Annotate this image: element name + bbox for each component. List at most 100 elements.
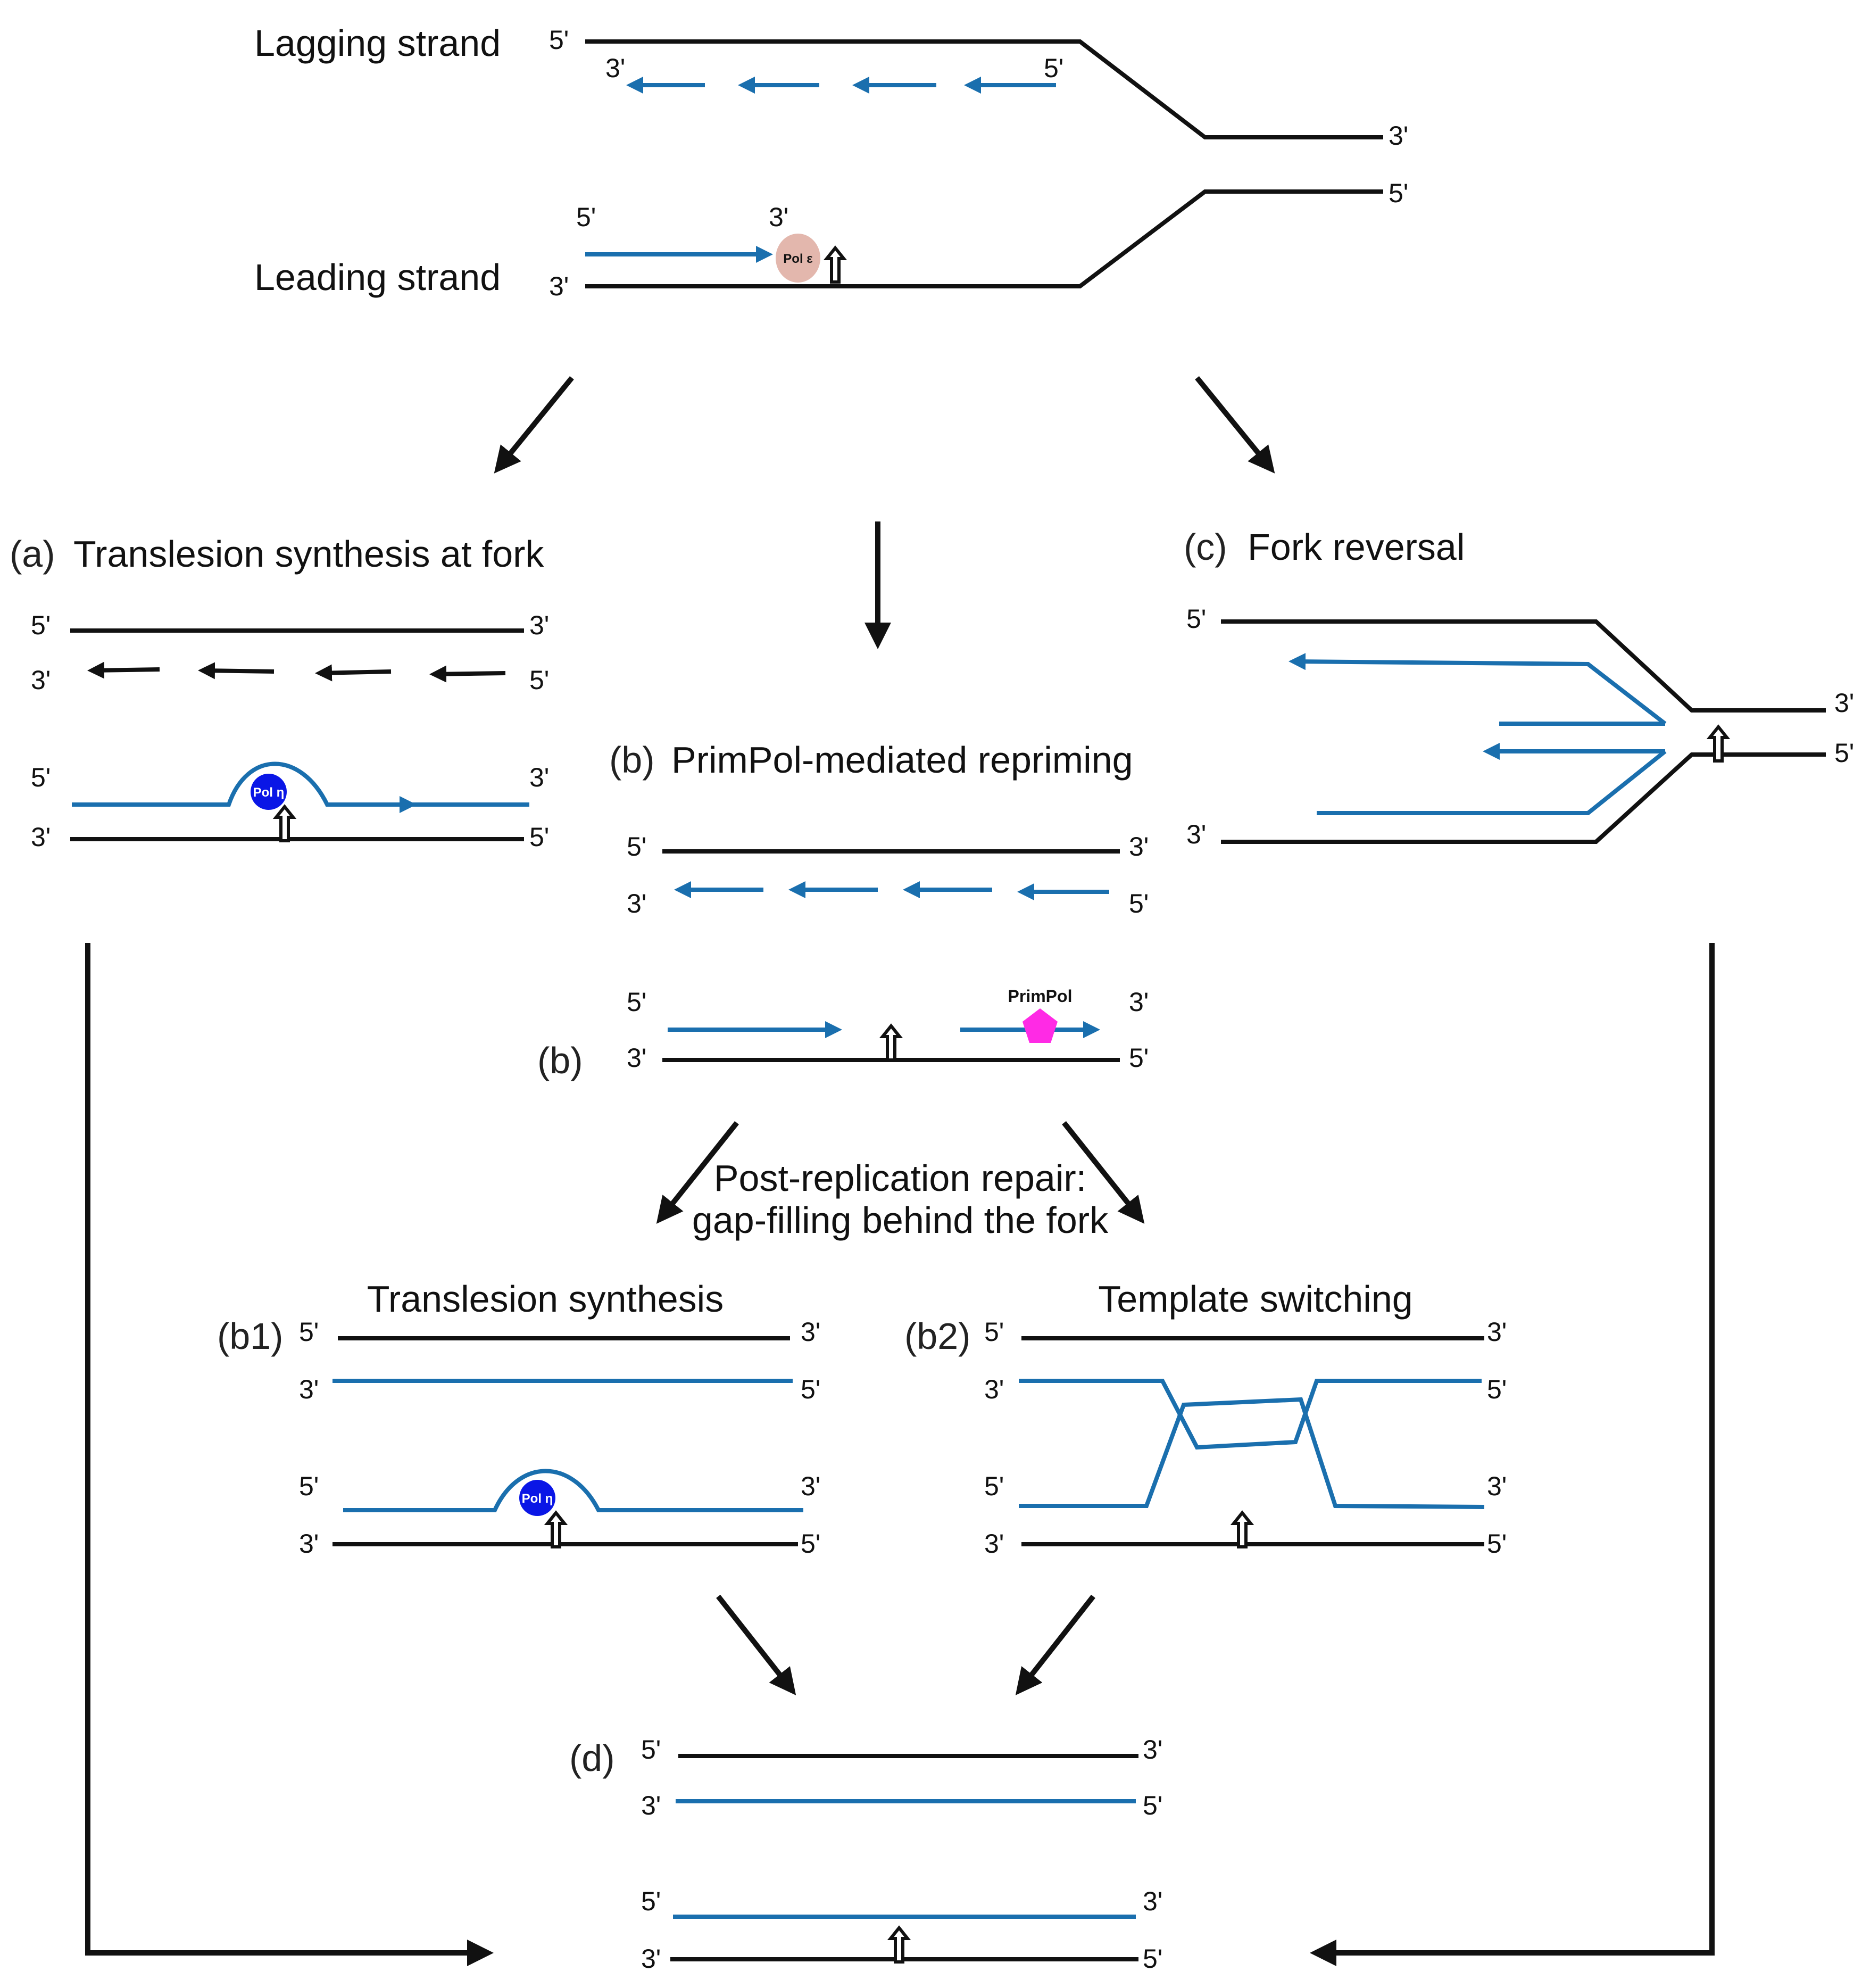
strand-end-label: 5' [1487,1374,1507,1404]
lesion-icon [276,807,293,841]
panel-b2-title: Template switching [1098,1278,1412,1320]
panel-a-title: Translesion synthesis at fork [73,533,544,575]
strand-end-label: 3' [1834,688,1854,718]
strand-end-label: 3' [641,1944,661,1974]
okazaki-fragment [429,665,506,683]
connector-from-c [1310,943,1715,1966]
strand-end-label: 5' [801,1374,820,1404]
panel-b2-tag: (b2) [904,1315,970,1357]
strand-end-label: 5' [1834,738,1854,768]
switching-strand-bottom [1019,1397,1485,1509]
parental-strand-bottom [1221,752,1826,844]
strand-end-label: 3' [549,271,569,301]
nascent-strand-bypass [72,761,529,807]
strand-end-label: 3' [31,665,51,695]
panel-a-tag: (a) [10,533,55,575]
pathway-arrow [494,376,574,474]
lesion-icon [547,1513,564,1547]
pathway-arrow [716,1594,796,1695]
panel-b1-title: Translesion synthesis [367,1278,724,1320]
strand-end-label: 3' [641,1791,661,1820]
strand-end-label: 5' [801,1529,820,1559]
strand-end-label: 3' [984,1374,1004,1404]
strand-end-label: 3' [299,1529,319,1559]
lagging-template-strand [585,39,1383,139]
strand-end-label: 5' [641,1886,661,1916]
strand-end-label: 3' [1129,987,1149,1017]
regressed-nascent-strand [1289,653,1667,726]
pol-eta-label: Pol η [253,785,285,800]
strand-end-label: 5' [627,832,646,862]
strand-end-label: 5' [529,665,549,695]
okazaki-fragment [315,664,392,682]
strand-end-label: 3' [1186,819,1206,849]
strand-end-label: 5' [984,1471,1004,1501]
leading-template-strand [585,189,1383,288]
strand-end-label: 5' [1143,1944,1162,1974]
strand-end-label: 3' [801,1317,820,1347]
panel-b2: Template switching (b2) 5' 3' 3' 5' 5' 3… [904,1278,1507,1559]
strand-end-label: 3' [299,1374,319,1404]
panel-d-tag: (d) [569,1737,615,1779]
pathway-arrow [1062,1121,1145,1224]
strand-end-label: 3' [627,1043,646,1073]
strand-end-label: 3' [529,610,549,640]
okazaki-fragment [198,662,275,680]
strand-end-label: 5' [1186,604,1206,634]
panel-b1: Translesion synthesis (b1) Pol η 5' 3' 3… [217,1278,820,1559]
strand-end-label: 3' [1487,1317,1507,1347]
panel-b-tag: (b) [609,739,655,781]
post-replication-line1: Post-replication repair: [714,1157,1086,1199]
pathway-arrow [1195,376,1275,474]
strand-end-label: 3' [1389,121,1408,151]
strand-end-label: 3' [627,889,646,918]
strand-end-label: 5' [1389,178,1408,208]
pol-epsilon-label: Pol ε [783,252,812,266]
regressed-nascent-strand [1317,749,1667,815]
lesion-icon [891,1928,908,1962]
panel-a: (a) Translesion synthesis at fork Pol η … [10,533,549,852]
strand-end-label: 5' [549,25,569,55]
panel-c: (c) Fork reversal 5' 3' 5' 3' [1184,526,1854,849]
panel-b-side-tag: (b) [537,1040,583,1081]
panel-b1-tag: (b1) [217,1315,283,1357]
panel-d: (d) 5' 3' 3' 5' 5' 3' 3' 5' [569,1735,1162,1974]
strand-end-label: 5' [627,987,646,1017]
pathway-arrow [656,1121,739,1224]
strand-end-label: 3' [1129,832,1149,862]
strand-end-label: 3' [605,53,625,83]
strand-end-label: 5' [1129,889,1149,918]
stalled-fork: Lagging strand Leading strand Pol ε 5' 3… [254,22,1408,301]
primpol [1023,1008,1058,1043]
pol-eta-label: Pol η [522,1492,553,1506]
strand-end-label: 5' [576,202,596,232]
panel-b-title: PrimPol-mediated repriming [671,739,1133,781]
lagging-strand-label: Lagging strand [254,22,501,64]
strand-end-label: 3' [769,202,788,232]
lesion-icon [1234,1513,1251,1547]
panel-c-tag: (c) [1184,526,1227,568]
connector-from-a [85,943,494,1966]
leading-strand-label: Leading strand [254,256,501,298]
panel-b: (b) PrimPol-mediated repriming PrimPol (… [537,739,1149,1081]
lesion-icon [883,1026,900,1060]
panel-c-title: Fork reversal [1248,526,1465,568]
strand-end-label: 5' [984,1317,1004,1347]
strand-end-label: 5' [641,1735,661,1765]
strand-end-label: 5' [1143,1791,1162,1820]
strand-end-label: 5' [1487,1529,1507,1559]
pol-eta [519,1480,555,1516]
strand-end-label: 3' [801,1471,820,1501]
pol-epsilon [776,234,820,283]
strand-end-label: 3' [529,763,549,792]
pathway-arrow [1015,1594,1095,1695]
lesion-icon [827,248,844,282]
strand-end-label: 5' [299,1317,319,1347]
okazaki-fragment [87,661,160,679]
switching-strand-top [1019,1379,1482,1450]
strand-end-label: 5' [31,763,51,792]
strand-end-label: 5' [529,822,549,852]
strand-end-label: 5' [299,1471,319,1501]
strand-end-label: 3' [984,1529,1004,1559]
